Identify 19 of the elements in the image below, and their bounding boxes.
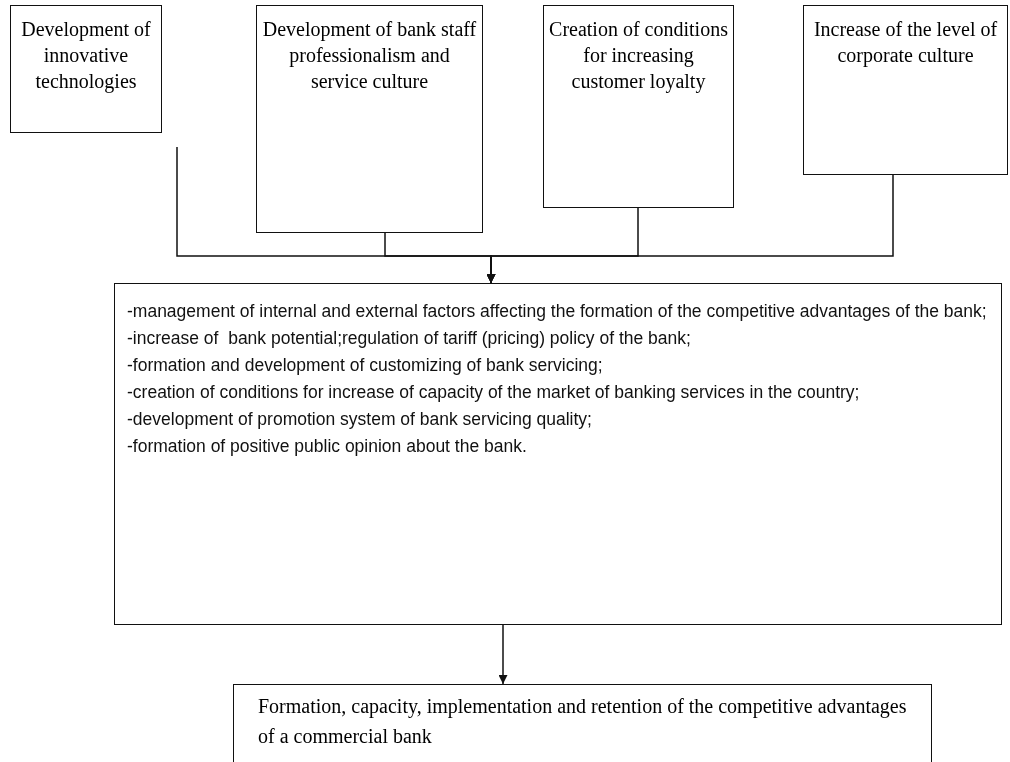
connector-arrow [486,174,894,284]
box-text: Creation of conditions for increasing customer loyalty [548,17,729,94]
list-item: -management of internal and external factors affecting the formation of the competitive advantages of the bank; [127,300,988,323]
list-item: -formation of positive public opinion about the bank. [127,435,528,458]
list-box [114,283,1002,625]
box-text: Increase of the level of corporate culture [812,17,999,68]
box-text: Formation, capacity, implementation and retention of the competitive advantages of a commercial bank [258,694,908,749]
connector-arrow [498,624,508,685]
process-box [803,5,1008,175]
list-item: -development of promotion system of bank servicing quality; [127,408,593,431]
process-box [543,5,734,208]
list-item: -creation of conditions for increase of capacity of the market of banking services in the country; [127,381,861,404]
box-text: Development of bank staff professionalism and service culture [261,17,478,94]
result-box [233,684,932,762]
process-box [10,5,162,133]
list-item: -formation and development of customizing of bank servicing; [127,354,604,377]
box-text: Development of innovative technologies [20,17,152,94]
process-box [256,5,483,233]
list-item: -increase of bank potential;regulation of tariff (pricing) policy of the bank; [127,327,692,350]
